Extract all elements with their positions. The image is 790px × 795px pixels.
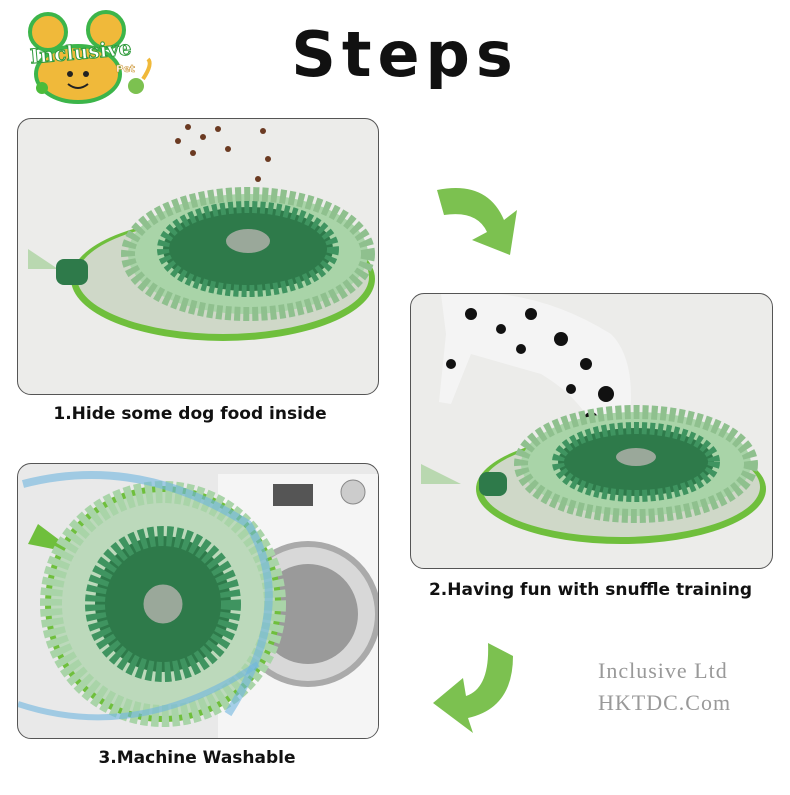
step-2-image [410,293,773,569]
arrow-right-icon [432,180,532,260]
logo-subtext: Pet [116,64,135,76]
step-2-caption: 2.Having fun with snuffle training [428,580,753,600]
brand-logo: Inclusive Pet [8,4,158,104]
step-1-caption: 1.Hide some dog food inside [53,404,327,424]
watermark-line-2: HKTDC.Com [598,690,732,715]
step-1-image [17,118,379,395]
step-3-image [17,463,379,739]
arrow-left-icon [428,638,518,738]
step-3-caption: 3.Machine Washable [98,748,296,768]
page-title: Steps [291,18,519,91]
watermark-line-1: Inclusive Ltd [598,658,728,683]
